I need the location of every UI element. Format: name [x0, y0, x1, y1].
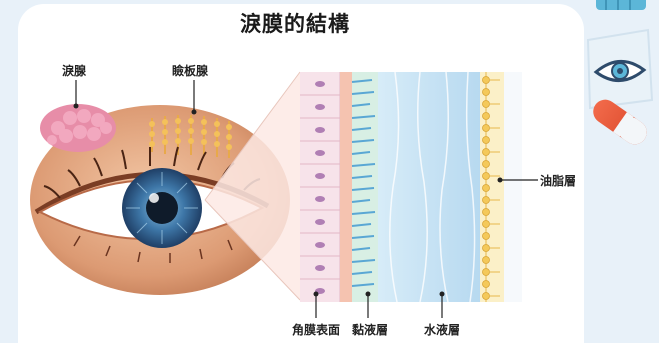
label-lipid-layer: 油脂層	[540, 172, 576, 189]
page-title: 淚膜的結構	[210, 8, 380, 38]
corneal-surface-cells	[300, 72, 340, 302]
eye-icon	[588, 30, 652, 108]
eye-drop-bottle-icon	[596, 0, 646, 10]
label-meibomian-gland: 瞼板腺	[172, 62, 208, 79]
lipid-layer	[480, 72, 504, 302]
label-lacrimal-gland: 淚腺	[62, 62, 86, 79]
tear-film-cross-section	[300, 72, 522, 302]
aqueous-layer	[378, 72, 480, 302]
label-aqueous-layer: 水液層	[424, 321, 460, 338]
mucin-layer	[352, 72, 378, 302]
lacrimal-gland-illustration	[40, 104, 116, 152]
label-mucin-layer: 黏液層	[352, 321, 388, 338]
label-corneal-surface: 角膜表面	[292, 321, 340, 338]
